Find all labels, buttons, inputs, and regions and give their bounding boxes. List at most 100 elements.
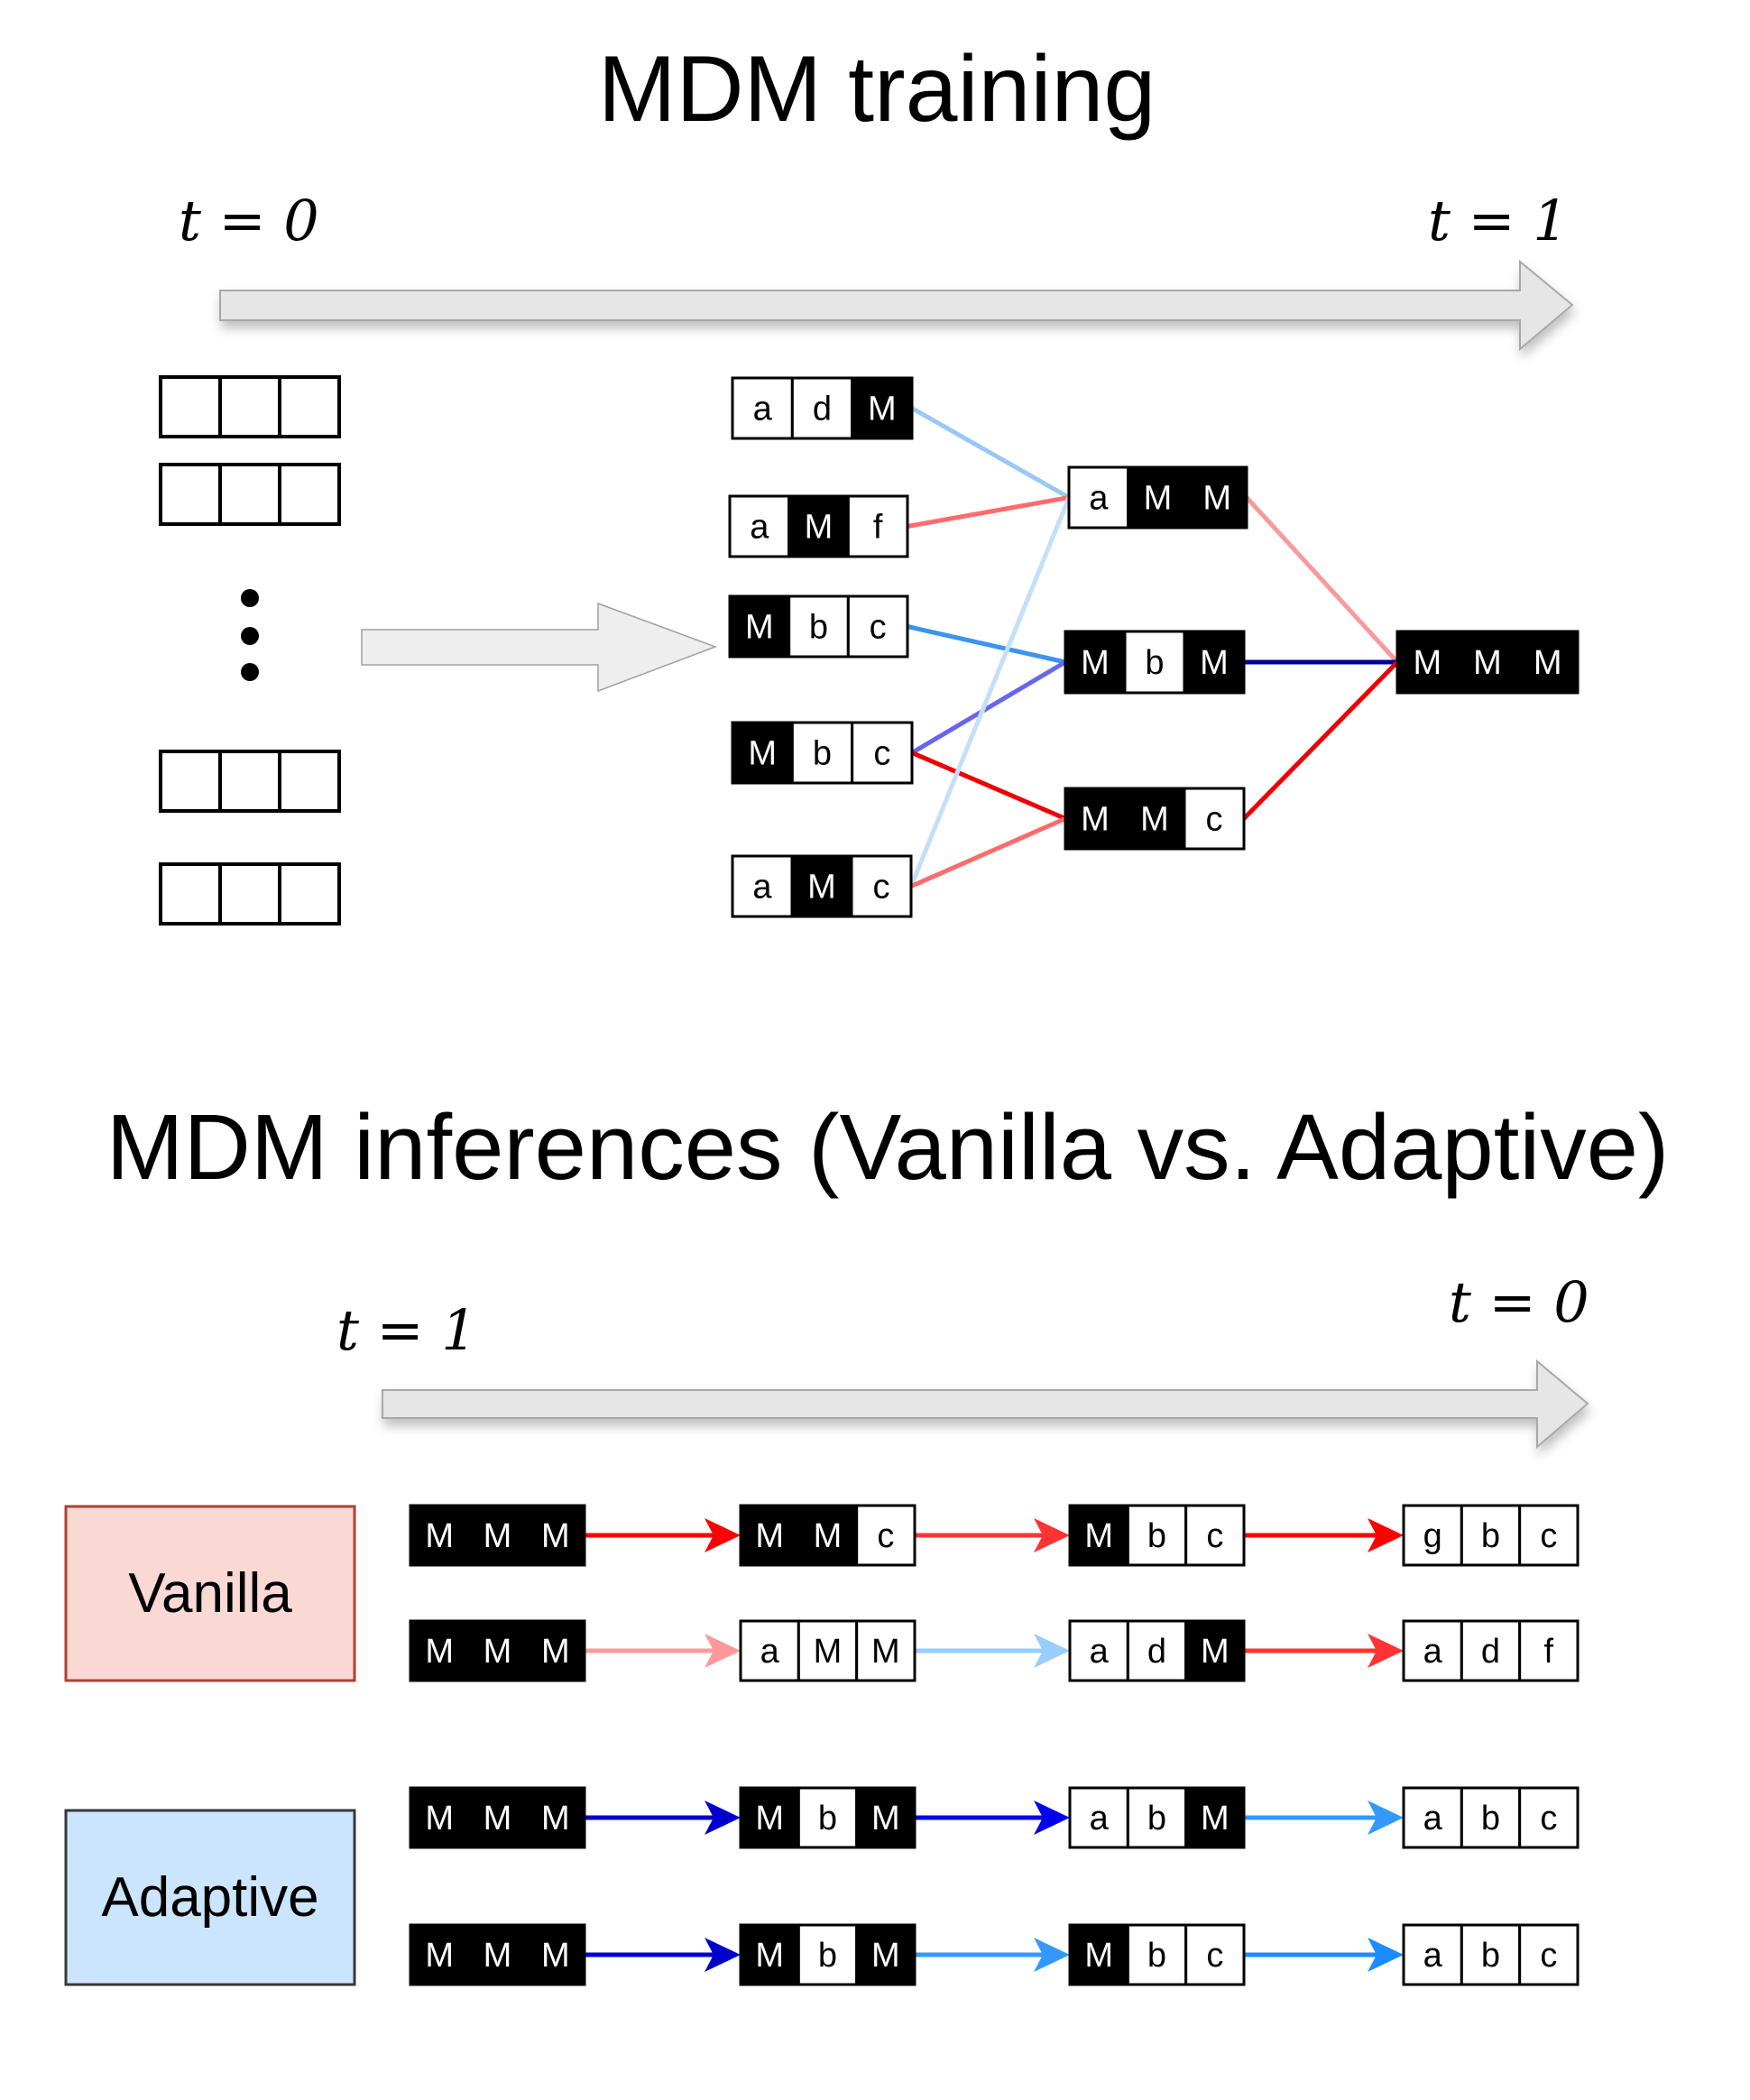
empty-token-cell bbox=[159, 375, 222, 438]
method-box-bg bbox=[64, 1809, 356, 1986]
step-arrow bbox=[1244, 1801, 1404, 1835]
token-cell bbox=[797, 1923, 859, 1986]
token-cell bbox=[846, 494, 909, 558]
ellipsis-icon bbox=[241, 589, 259, 681]
token-label: M bbox=[1084, 1517, 1113, 1555]
token-cell bbox=[788, 594, 850, 659]
empty-sequence bbox=[159, 463, 341, 526]
token-label: M bbox=[755, 1517, 784, 1555]
step-arrow bbox=[915, 1518, 1070, 1552]
training-time-arrow bbox=[219, 259, 1574, 352]
token-label: b bbox=[818, 1800, 837, 1838]
token-label: b bbox=[1147, 1800, 1166, 1838]
token-cell bbox=[1184, 1504, 1246, 1567]
token-label: d bbox=[813, 391, 832, 428]
mask-token-cell bbox=[790, 854, 853, 918]
method-box-bg bbox=[64, 1505, 356, 1682]
step-arrow-head bbox=[1034, 1634, 1070, 1668]
step-arrow-head bbox=[1034, 1938, 1070, 1972]
token-label: d bbox=[1481, 1633, 1500, 1671]
token-label: M bbox=[484, 1937, 512, 1975]
method-label: Vanilla bbox=[128, 1562, 292, 1625]
method-box-adaptive: Adaptive bbox=[64, 1809, 356, 1986]
token-cell bbox=[1460, 1619, 1522, 1682]
token-label: a bbox=[750, 509, 769, 547]
step-arrow bbox=[1244, 1518, 1404, 1552]
step-arrow-head bbox=[705, 1938, 741, 1972]
mask-token-cell bbox=[409, 1619, 470, 1682]
token-cell bbox=[1068, 1786, 1129, 1849]
step-arrow-head bbox=[705, 1518, 741, 1552]
mask-token-cell bbox=[1068, 1923, 1129, 1986]
transition-edge bbox=[908, 495, 1072, 889]
mask-token-cell bbox=[525, 1504, 586, 1567]
token-label: c bbox=[1540, 1517, 1557, 1555]
forward-process-arrow bbox=[361, 602, 718, 693]
step-arrow bbox=[915, 1801, 1070, 1835]
ellipsis-dot bbox=[241, 627, 259, 645]
token-label: M bbox=[425, 1517, 454, 1555]
token-cell bbox=[731, 854, 794, 918]
token-cell bbox=[855, 1619, 916, 1682]
mask-token-cell bbox=[788, 494, 850, 558]
mask-token-cell bbox=[525, 1923, 586, 1986]
empty-token-cell bbox=[218, 463, 281, 526]
token-label: M bbox=[1084, 1937, 1113, 1975]
token-label: b bbox=[1481, 1937, 1500, 1975]
step-arrow bbox=[915, 1938, 1070, 1972]
empty-token-cell bbox=[278, 463, 341, 526]
token-label: M bbox=[755, 1937, 784, 1975]
mask-token-cell bbox=[1515, 630, 1580, 695]
token-cell bbox=[790, 376, 854, 440]
token-label: M bbox=[814, 1633, 843, 1671]
mask-token-cell bbox=[855, 1786, 916, 1849]
mask-token-cell bbox=[739, 1923, 800, 1986]
token-label: M bbox=[541, 1633, 570, 1671]
token-label: b bbox=[1481, 1517, 1500, 1555]
clean-data-rows bbox=[159, 375, 341, 926]
token-cell bbox=[1126, 1504, 1188, 1567]
token-label: a bbox=[752, 869, 772, 907]
step-arrow-head bbox=[1368, 1938, 1404, 1972]
step-arrow bbox=[585, 1938, 741, 1972]
token-label: M bbox=[1081, 644, 1110, 682]
mask-token-cell bbox=[409, 1504, 470, 1567]
step-arrow bbox=[585, 1801, 741, 1835]
token-cell bbox=[1460, 1504, 1522, 1567]
token-cell bbox=[846, 594, 909, 659]
token-label: M bbox=[1144, 480, 1173, 518]
token-label: M bbox=[814, 1517, 843, 1555]
transition-edge bbox=[1244, 495, 1400, 665]
token-label: M bbox=[425, 1633, 454, 1671]
inference-t-start-label: t = 1 bbox=[336, 1297, 477, 1363]
transition-edge bbox=[905, 495, 1072, 529]
mask-token-cell bbox=[525, 1786, 586, 1849]
token-label: b bbox=[1147, 1517, 1166, 1555]
empty-token-cell bbox=[278, 375, 341, 438]
training-edges bbox=[905, 406, 1400, 889]
method-label: Adaptive bbox=[101, 1866, 318, 1929]
mask-token-cell bbox=[466, 1504, 529, 1567]
step-arrow-head bbox=[1034, 1518, 1070, 1552]
token-label: M bbox=[1200, 644, 1229, 682]
token-label: c bbox=[1540, 1937, 1557, 1975]
token-cell bbox=[1402, 1786, 1463, 1849]
token-label: c bbox=[1206, 1937, 1223, 1975]
